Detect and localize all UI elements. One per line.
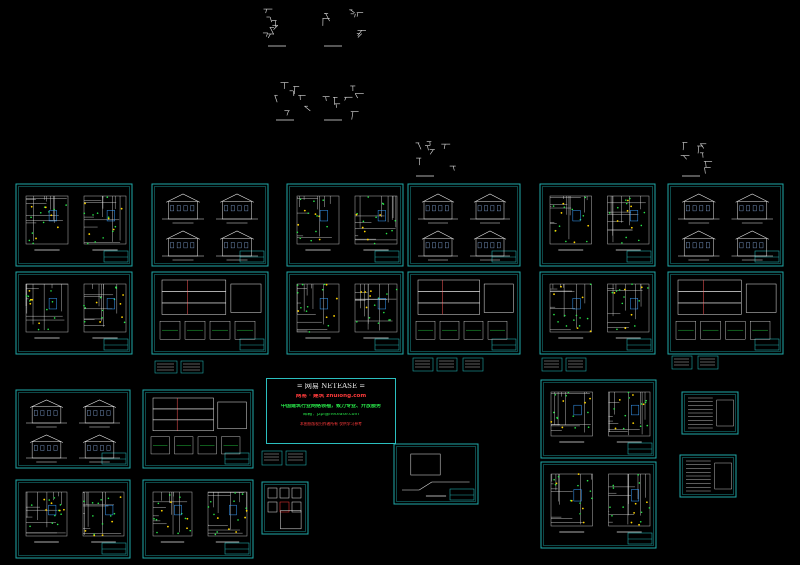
- unframed-plan-fragment: [680, 142, 713, 177]
- sheet-plan-2[interactable]: [286, 183, 404, 267]
- detail-thumbnail[interactable]: [541, 357, 563, 372]
- sheet-section-3[interactable]: [667, 271, 784, 355]
- sheet-section-1[interactable]: [151, 271, 269, 355]
- detail-thumbnail[interactable]: [180, 360, 204, 374]
- sheet-plan-10[interactable]: [540, 461, 657, 549]
- sheet-plan-3[interactable]: [539, 183, 656, 267]
- sheet-table-1[interactable]: [681, 391, 739, 435]
- detail-thumbnail[interactable]: [565, 357, 587, 372]
- unframed-plan-fragment: [322, 9, 366, 47]
- unframed-plan-fragment: [415, 141, 456, 177]
- notice-email: 邮箱：jzpl@netease.com: [303, 412, 359, 417]
- sheet-section-2[interactable]: [407, 271, 521, 355]
- detail-thumbnail[interactable]: [261, 450, 283, 466]
- unframed-plan-fragment: [322, 85, 364, 121]
- detail-thumbnail[interactable]: [285, 450, 307, 466]
- detail-thumbnail[interactable]: [436, 357, 458, 372]
- notice-subtitle: 网易 · 建筑 zhulong.com: [295, 394, 367, 399]
- detail-thumbnail[interactable]: [412, 357, 434, 372]
- sheet-plan-7[interactable]: [15, 479, 131, 559]
- detail-thumbnail[interactable]: [462, 357, 484, 372]
- notice-footer: 本图纸版权归作者所有 仅供学习参考: [300, 422, 362, 426]
- sheet-plan-1[interactable]: [15, 183, 133, 267]
- detail-thumbnail[interactable]: [154, 360, 178, 374]
- unframed-plan-fragment: [274, 82, 311, 121]
- notice-slogan: 中国建筑行业网络领袖，致力专业、开放服务: [280, 403, 381, 409]
- sheet-plan-8[interactable]: [142, 479, 254, 559]
- sheet-plan-5[interactable]: [286, 271, 404, 355]
- sheet-detail-1[interactable]: [261, 481, 309, 535]
- detail-thumbnail[interactable]: [697, 355, 719, 370]
- sheet-table-2[interactable]: [679, 454, 737, 498]
- sheet-elevation-2[interactable]: [407, 183, 521, 267]
- sheet-elevation-3[interactable]: [667, 183, 784, 267]
- netease-notice-box: = 网易 NETEASE = 网易 · 建筑 zhulong.com 中国建筑行…: [266, 378, 396, 444]
- sheet-plan-4[interactable]: [15, 271, 133, 355]
- detail-thumbnail[interactable]: [671, 355, 693, 370]
- unframed-plan-fragment: [262, 8, 286, 47]
- sheet-site-1[interactable]: [393, 443, 479, 505]
- sheet-section-4[interactable]: [142, 389, 254, 469]
- notice-title: = 网易 NETEASE =: [296, 383, 366, 390]
- sheet-plan-6[interactable]: [539, 271, 656, 355]
- sheet-elevation-4[interactable]: [15, 389, 131, 469]
- sheet-plan-9[interactable]: [540, 379, 657, 459]
- sheet-elevation-1[interactable]: [151, 183, 269, 267]
